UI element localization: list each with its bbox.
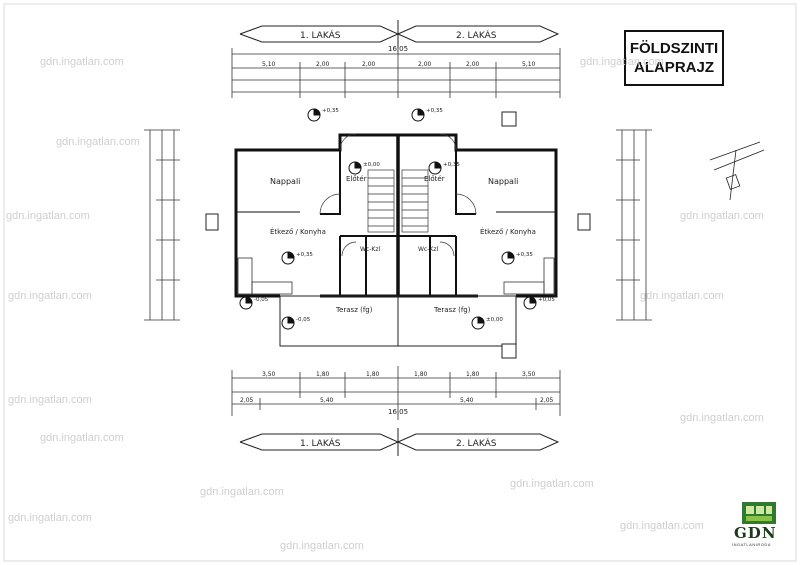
top-unit-2-label: 2. LAKÁS — [456, 29, 497, 41]
dim-bottom-4: 1,80 — [414, 371, 428, 378]
bottom-unit-banner — [239, 428, 560, 456]
room-right-wc: Wc-Kzl — [418, 246, 438, 253]
dim-bottom2-3: 5,40 — [460, 397, 474, 404]
overall-width-top: 16,05 — [388, 45, 408, 53]
dim-bottom-3: 1,80 — [366, 371, 380, 378]
level-7: -0,05 — [296, 317, 311, 323]
dim-top-4: 2,00 — [418, 61, 432, 68]
bottom-dimension-lines — [231, 366, 561, 420]
interior-walls — [236, 150, 556, 296]
side-posts — [205, 111, 591, 359]
watermark: gdn.ingatlan.com — [280, 540, 364, 552]
watermark: gdn.ingatlan.com — [40, 56, 124, 68]
dim-top-3: 2,00 — [362, 61, 376, 68]
level-9: -0,05 — [254, 297, 269, 303]
dim-top-6: 5,10 — [522, 61, 536, 68]
level-10: +0,05 — [538, 297, 555, 303]
room-right-eloter: Előtér — [424, 174, 445, 183]
top-unit-1-label: 1. LAKÁS — [300, 29, 341, 41]
plan-title-line1: FÖLDSZINTI — [629, 40, 719, 57]
door-swings — [319, 133, 477, 257]
dim-top-1: 5,10 — [262, 61, 276, 68]
kitchen-counters — [237, 257, 555, 295]
room-left-nappali: Nappali — [270, 177, 300, 186]
room-left-etkezo: Étkező / Konyha — [270, 227, 326, 236]
watermark: gdn.ingatlan.com — [40, 432, 124, 444]
dim-bottom2-4: 2,05 — [540, 397, 554, 404]
dim-bottom-2: 1,80 — [316, 371, 330, 378]
bottom-unit-1-label: 1. LAKÁS — [300, 437, 341, 449]
site-sketch — [709, 141, 765, 201]
level-8: ±0,00 — [486, 317, 503, 323]
watermark: gdn.ingatlan.com — [6, 210, 90, 222]
level-markers — [239, 108, 537, 330]
top-dimension-lines — [231, 48, 561, 98]
gdn-logo — [742, 502, 776, 524]
dim-bottom-6: 3,50 — [522, 371, 536, 378]
watermark: gdn.ingatlan.com — [680, 210, 764, 222]
dim-top-5: 2,00 — [466, 61, 480, 68]
level-1: +0,35 — [322, 108, 339, 114]
watermark: gdn.ingatlan.com — [680, 412, 764, 424]
watermark: gdn.ingatlan.com — [620, 520, 704, 532]
building-walls — [234, 133, 558, 298]
watermark: gdn.ingatlan.com — [56, 136, 140, 148]
sheet-border — [3, 3, 797, 562]
level-4: +0,35 — [443, 162, 460, 168]
level-5: +0,35 — [296, 252, 313, 258]
room-right-etkezo: Étkező / Konyha — [480, 227, 536, 236]
stairs-right — [401, 169, 429, 233]
watermark: gdn.ingatlan.com — [8, 394, 92, 406]
level-6: +0,35 — [516, 252, 533, 258]
dim-bottom-5: 1,80 — [466, 371, 480, 378]
gdn-logo-text: GDN — [734, 524, 777, 542]
plan-title-line2: ALAPRAJZ — [633, 59, 714, 76]
top-unit-banner — [239, 20, 560, 48]
watermark: gdn.ingatlan.com — [510, 478, 594, 490]
side-dimension-lines — [144, 129, 652, 321]
terraces — [279, 295, 517, 347]
room-right-terasz: Terasz (fg) — [433, 306, 471, 314]
dim-top-2: 2,00 — [316, 61, 330, 68]
stairs-left — [367, 169, 395, 233]
watermark: gdn.ingatlan.com — [640, 290, 724, 302]
gdn-logo-subtext: INGATLANIRODA — [732, 542, 771, 547]
level-3: ±0,00 — [363, 162, 380, 168]
room-right-nappali: Nappali — [488, 177, 518, 186]
watermark: gdn.ingatlan.com — [200, 486, 284, 498]
room-left-wc: Wc-Kzl — [360, 246, 380, 253]
overall-width-bottom: 16,05 — [388, 408, 408, 416]
plan-title-box: FÖLDSZINTI ALAPRAJZ — [624, 30, 724, 86]
dim-bottom-1: 3,50 — [262, 371, 276, 378]
dim-bottom2-2: 5,40 — [320, 397, 334, 404]
dim-bottom2-1: 2,05 — [240, 397, 254, 404]
bottom-unit-2-label: 2. LAKÁS — [456, 437, 497, 449]
room-left-terasz: Terasz (fg) — [335, 306, 373, 314]
watermark: gdn.ingatlan.com — [8, 290, 92, 302]
watermark: gdn.ingatlan.com — [580, 56, 664, 68]
level-2: +0,35 — [426, 108, 443, 114]
watermark: gdn.ingatlan.com — [8, 512, 92, 524]
room-left-eloter: Előtér — [346, 174, 367, 183]
